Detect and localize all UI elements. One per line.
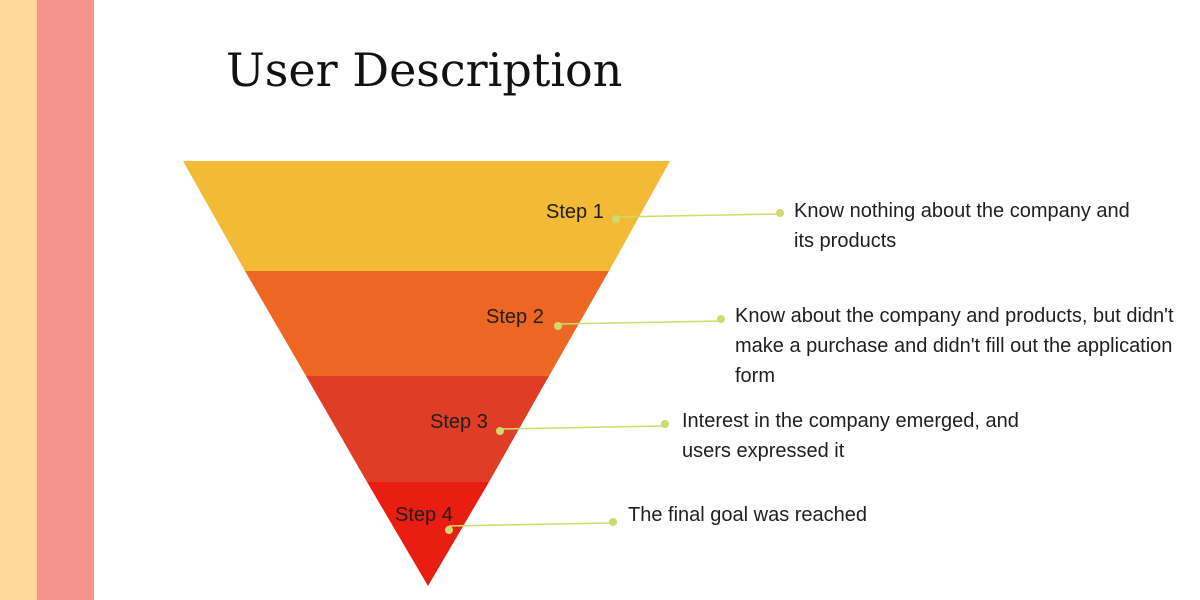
funnel-segment-step-4: [367, 482, 489, 586]
decorative-stripe-pink: [37, 0, 94, 600]
step-1-description: Know nothing about the company and its p…: [794, 200, 1130, 252]
step-2-description: Know about the company and products, but…: [735, 305, 1174, 387]
step-4-description: The final goal was reached: [628, 504, 868, 526]
step-2-label: Step 2: [486, 306, 544, 328]
connector-step-2: [554, 315, 725, 330]
funnel-segment-step-1: [183, 161, 670, 271]
connector-step-3: [496, 420, 669, 435]
step-3-label: Step 3: [430, 411, 488, 433]
step-1-label: Step 1: [546, 201, 604, 223]
connector-step-4: [445, 518, 617, 534]
page-title: User Description: [226, 43, 623, 97]
funnel-segment-step-3: [306, 376, 549, 482]
decorative-stripe-yellow: [0, 0, 37, 600]
step-3-description: Interest in the company emerged, and use…: [682, 410, 1019, 462]
connector-step-1: [612, 209, 784, 223]
step-4-label: Step 4: [395, 504, 453, 526]
funnel-segment-step-2: [245, 271, 609, 376]
